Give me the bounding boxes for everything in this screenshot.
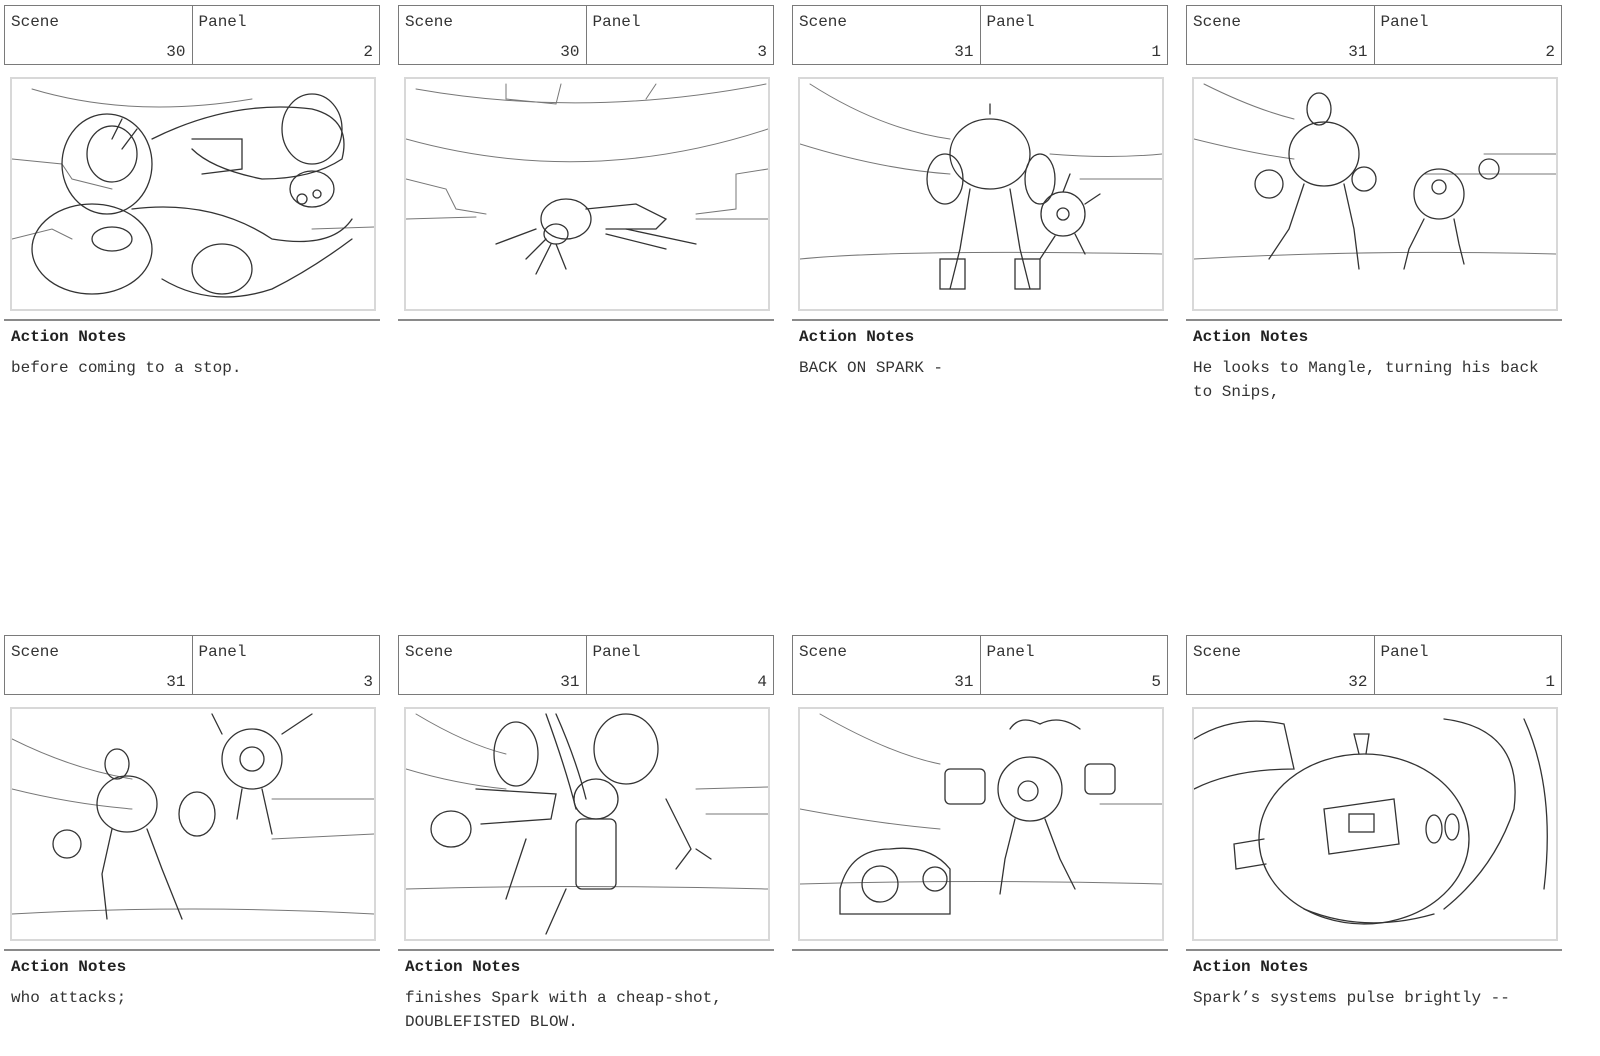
action-notes-title: Action Notes: [11, 328, 127, 346]
panel-header: Scene 31 Panel 5: [792, 635, 1168, 695]
sketch-drawing: [1194, 83, 1556, 270]
panel-label: Panel: [592, 13, 641, 31]
panel-cell: Panel 3: [191, 636, 380, 694]
sketch-image-robot-attacked[interactable]: [10, 707, 376, 941]
action-notes-title: Action Notes: [11, 958, 127, 976]
scene-number: 31: [1348, 43, 1368, 61]
notes-divider: [4, 319, 380, 321]
panel-header: Scene 30 Panel 3: [398, 5, 774, 65]
notes-divider: [4, 949, 380, 951]
scene-label: Scene: [405, 13, 454, 31]
sketch-drawing: [406, 713, 768, 935]
sketch-image-robot-head-closeup[interactable]: [1192, 707, 1558, 941]
panel-number: 2: [1545, 43, 1555, 61]
sketch-drawing: [800, 83, 1162, 290]
notes-divider: [398, 949, 774, 951]
panel-number: 2: [363, 43, 373, 61]
panel-cell: Panel 3: [585, 6, 774, 64]
scene-cell: Scene 31: [1187, 6, 1374, 64]
sketch-drawing: [406, 83, 768, 275]
sketch-image-robot-lying-on-floor-wide[interactable]: [404, 77, 770, 311]
action-notes-title: Action Notes: [405, 958, 521, 976]
scene-cell: Scene 32: [1187, 636, 1374, 694]
scene-cell: Scene 30: [5, 6, 192, 64]
sketch-drawing: [12, 88, 374, 298]
scene-label: Scene: [1193, 643, 1242, 661]
sketch-image-robot-sliding-closeup[interactable]: [10, 77, 376, 311]
notes-divider: [792, 319, 1168, 321]
panel-header: Scene 31 Panel 4: [398, 635, 774, 695]
sketch-image-big-robot-back-view[interactable]: [798, 77, 1164, 311]
panel-cell: Panel 1: [1373, 636, 1562, 694]
action-notes-text[interactable]: before coming to a stop.: [11, 359, 242, 377]
panel-label: Panel: [1380, 643, 1429, 661]
sketch-drawing: [800, 713, 1162, 915]
panel-number: 3: [363, 673, 373, 691]
panel-header: Scene 31 Panel 2: [1186, 5, 1562, 65]
panel-header: Scene 31 Panel 3: [4, 635, 380, 695]
panel-number: 1: [1151, 43, 1161, 61]
scene-number: 31: [954, 43, 974, 61]
panel-label: Panel: [986, 13, 1035, 31]
panel-number: 3: [757, 43, 767, 61]
panel-label: Panel: [198, 643, 247, 661]
panel-header: Scene 30 Panel 2: [4, 5, 380, 65]
scene-label: Scene: [799, 13, 848, 31]
scene-number: 32: [1348, 673, 1368, 691]
panel-label: Panel: [986, 643, 1035, 661]
notes-divider: [1186, 949, 1562, 951]
action-notes-text[interactable]: Spark’s systems pulse brightly --: [1193, 989, 1510, 1007]
scene-number: 31: [560, 673, 580, 691]
panel-cell: Panel 4: [585, 636, 774, 694]
panel-label: Panel: [198, 13, 247, 31]
panel-number: 4: [757, 673, 767, 691]
sketch-image-doublefisted-blow[interactable]: [404, 707, 770, 941]
scene-cell: Scene 31: [399, 636, 586, 694]
sketch-image-two-robots-facing[interactable]: [1192, 77, 1558, 311]
scene-label: Scene: [11, 13, 60, 31]
scene-label: Scene: [1193, 13, 1242, 31]
action-notes-title: Action Notes: [1193, 958, 1309, 976]
notes-divider: [792, 949, 1168, 951]
sketch-drawing: [1194, 718, 1548, 925]
scene-cell: Scene 30: [399, 6, 586, 64]
scene-label: Scene: [799, 643, 848, 661]
panel-cell: Panel 2: [1373, 6, 1562, 64]
action-notes-text[interactable]: who attacks;: [11, 989, 127, 1007]
panel-cell: Panel 5: [979, 636, 1168, 694]
notes-divider: [398, 319, 774, 321]
panel-cell: Panel 2: [191, 6, 380, 64]
scene-cell: Scene 31: [5, 636, 192, 694]
panel-number: 5: [1151, 673, 1161, 691]
scene-number: 31: [954, 673, 974, 691]
action-notes-text[interactable]: BACK ON SPARK -: [799, 359, 944, 377]
scene-number: 30: [166, 43, 186, 61]
action-notes-title: Action Notes: [1193, 328, 1309, 346]
panel-header: Scene 31 Panel 1: [792, 5, 1168, 65]
scene-cell: Scene 31: [793, 636, 980, 694]
panel-header: Scene 32 Panel 1: [1186, 635, 1562, 695]
panel-label: Panel: [1380, 13, 1429, 31]
panel-label: Panel: [592, 643, 641, 661]
scene-cell: Scene 31: [793, 6, 980, 64]
action-notes-text[interactable]: He looks to Mangle, turning his back to …: [1193, 359, 1539, 401]
scene-number: 31: [166, 673, 186, 691]
action-notes-title: Action Notes: [799, 328, 915, 346]
panel-number: 1: [1545, 673, 1555, 691]
sketch-image-robot-down[interactable]: [798, 707, 1164, 941]
sketch-drawing: [12, 713, 374, 920]
scene-label: Scene: [405, 643, 454, 661]
panel-cell: Panel 1: [979, 6, 1168, 64]
scene-label: Scene: [11, 643, 60, 661]
notes-divider: [1186, 319, 1562, 321]
action-notes-text[interactable]: finishes Spark with a cheap-shot, DOUBLE…: [405, 989, 722, 1031]
scene-number: 30: [560, 43, 580, 61]
